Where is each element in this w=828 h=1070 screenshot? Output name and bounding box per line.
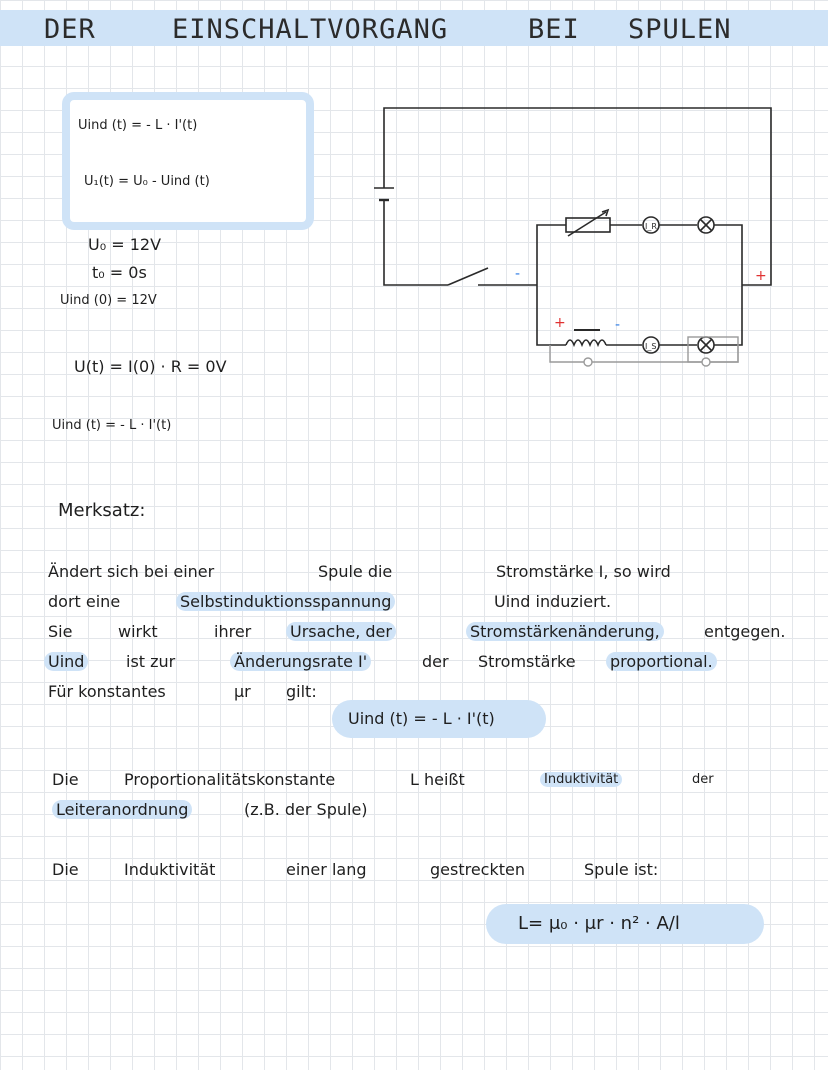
p2-l2-b: (z.B. der Spule) (244, 800, 368, 819)
ms-l5-a: Für konstantes (48, 682, 166, 701)
formula-uind-2: Uind (t) = - L · I'(t) (52, 418, 172, 433)
formula-box (62, 92, 314, 230)
merksatz-formula-highlight (332, 700, 546, 738)
p2-l1-c: L heißt (410, 770, 465, 789)
ms-l4-f: proportional. (606, 652, 717, 671)
sign-minus-left: - (515, 266, 520, 282)
meter-s-label: I_S (645, 342, 656, 351)
ms-l5-c: gilt: (286, 682, 317, 701)
ms-l1-b: Spule die (318, 562, 393, 581)
p3-c: einer lang (286, 860, 367, 879)
p3-b: Induktivität (124, 860, 216, 879)
inductance-formula-highlight (486, 904, 764, 944)
given-uind0: Uind (0) = 12V (60, 293, 157, 308)
p3-a: Die (52, 860, 79, 879)
p2-l1-a: Die (52, 770, 79, 789)
sign-minus-coil: - (615, 317, 620, 333)
formula-u-t: U(t) = I(0) · R = 0V (74, 357, 227, 376)
ms-l5-b: μr (234, 682, 251, 701)
ms-l3-f: entgegen. (704, 622, 786, 641)
title-word-spulen: SPULEN (628, 14, 732, 45)
title-word-einschaltvorgang: EINSCHALTVORGANG (172, 14, 449, 45)
wire-left-bottom (383, 200, 448, 286)
merksatz-formula: Uind (t) = - L · I'(t) (348, 709, 495, 728)
ms-l2-c: Uind induziert. (494, 592, 612, 611)
p2-l1-e: der (692, 772, 714, 787)
ms-l2-a: dort eine (48, 592, 121, 611)
merksatz-heading: Merksatz: (58, 500, 146, 521)
formula-uind: Uind (t) = - L · I'(t) (78, 118, 198, 133)
ms-l1-a: Ändert sich bei einer (48, 562, 215, 581)
ms-l4-b: ist zur (126, 652, 176, 671)
ms-l3-c: ihrer (214, 622, 252, 641)
sign-plus-right: + (755, 268, 767, 284)
meter-r-label: I_R (645, 222, 657, 231)
ms-l1-c: Stromstärke I, so wird (496, 562, 671, 581)
ms-l4-d: der (422, 652, 449, 671)
ms-l3-a: Sie (48, 622, 73, 641)
p3-e: Spule ist: (584, 860, 659, 879)
ms-l4-e: Stromstärke (478, 652, 576, 671)
ms-l4-c: Änderungsrate I' (230, 652, 372, 671)
inductance-formula: L= μ₀ · μr · n² · A/l (518, 913, 680, 934)
given-t0: t₀ = 0s (92, 263, 147, 282)
resistor (565, 217, 611, 233)
formula-u1: U₁(t) = U₀ - Uind (t) (84, 174, 210, 189)
p2-l1-b: Proportionalitätskonstante (124, 770, 336, 789)
ms-l3-b: wirkt (118, 622, 158, 641)
p2-l1-d: Induktivität (540, 772, 623, 787)
p3-d: gestreckten (430, 860, 525, 879)
title-word-bei: BEI (528, 14, 580, 45)
ms-l3-d: Ursache, der (286, 622, 396, 641)
ms-l4-a: Uind (44, 652, 89, 671)
wire-outer (383, 107, 772, 286)
switch (447, 267, 489, 286)
title-word-der: DER (44, 14, 96, 45)
coil (565, 339, 607, 348)
given-u0: U₀ = 12V (88, 235, 162, 254)
ms-l3-e: Stromstärkenänderung, (466, 622, 664, 641)
ms-l2-b: Selbstinduktionsspannung (176, 592, 396, 611)
sign-plus-coil: + (554, 315, 566, 331)
p2-l2-a: Leiteranordnung (52, 800, 193, 819)
title-highlight (0, 10, 828, 46)
